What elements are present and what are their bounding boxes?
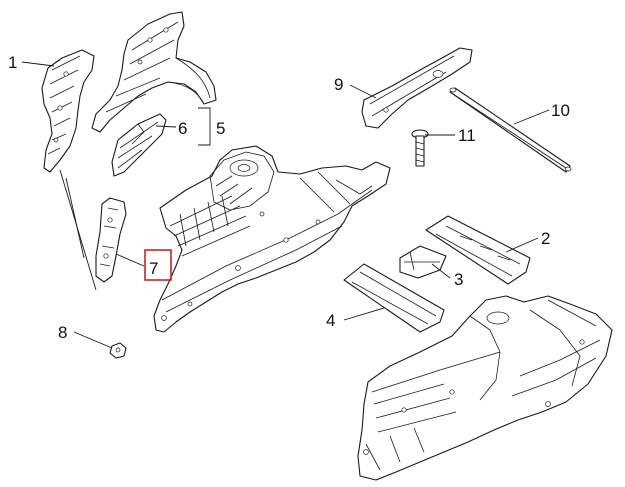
callout-8: 8 bbox=[58, 323, 67, 342]
callout-5: 5 bbox=[216, 119, 225, 138]
callout-9: 9 bbox=[334, 75, 343, 94]
part-6-reinforcement[interactable] bbox=[111, 113, 167, 177]
callout-2: 2 bbox=[541, 229, 550, 248]
callout-labels: 1 2 3 4 5 6 7 8 9 10 11 bbox=[8, 53, 570, 342]
part-4-sill-member[interactable] bbox=[343, 263, 445, 333]
part-9-upper-rail[interactable] bbox=[361, 47, 473, 129]
callout-10: 10 bbox=[551, 101, 570, 120]
callout-4: 4 bbox=[326, 311, 335, 330]
part-3-bracket[interactable] bbox=[399, 245, 447, 279]
front-body-structure[interactable] bbox=[153, 145, 391, 333]
part-5-wheel-arch-upper[interactable] bbox=[91, 11, 217, 133]
part-2-floor-member[interactable] bbox=[425, 215, 531, 285]
part-11-bolt[interactable] bbox=[411, 129, 429, 167]
assembled-front-structure bbox=[357, 295, 613, 481]
callout-3: 3 bbox=[454, 270, 463, 289]
callout-11: 11 bbox=[458, 126, 476, 145]
callout-1: 1 bbox=[8, 53, 17, 72]
part-8-nut[interactable] bbox=[109, 342, 127, 359]
leader-lines bbox=[21, 61, 550, 349]
part-1-side-member[interactable] bbox=[41, 49, 95, 173]
callout-6: 6 bbox=[178, 119, 187, 138]
callout-7[interactable]: 7 bbox=[149, 259, 158, 278]
part-10-cross-bar[interactable] bbox=[449, 87, 572, 173]
callout-7-highlight-box bbox=[144, 249, 172, 281]
part-7-pillar-reinforcement[interactable] bbox=[95, 197, 127, 283]
